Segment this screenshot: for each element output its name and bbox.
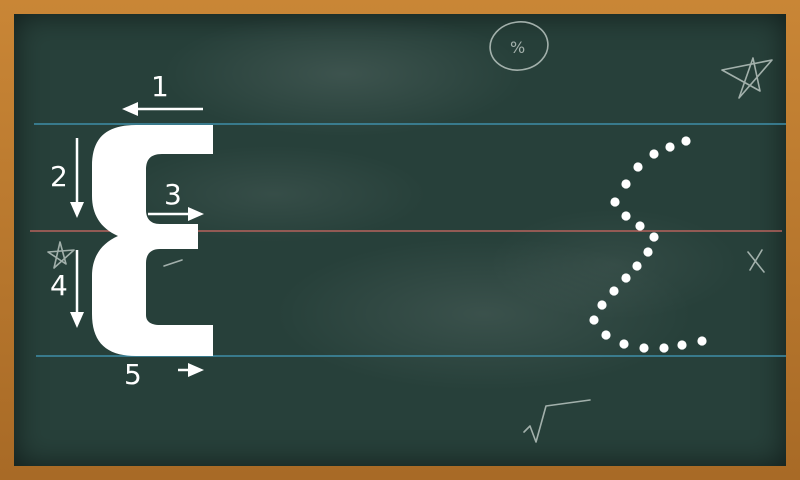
trace-dot[interactable] [659,343,669,353]
stroke-number-5: 5 [124,358,142,391]
percent-symbol: % [510,38,525,57]
stroke-arrow-4 [70,250,84,328]
stroke-arrow-3 [148,207,204,221]
trace-dot[interactable] [619,339,629,349]
trace-dot[interactable] [632,261,642,271]
stroke-number-2: 2 [50,160,68,193]
trace-template-dotted-letter[interactable] [589,136,707,353]
trace-dot[interactable] [635,221,645,231]
trace-dot[interactable] [681,136,691,146]
square-root-icon [523,399,591,443]
trace-dot[interactable] [697,336,707,346]
trace-dot[interactable] [677,340,687,350]
stroke-number-1: 1 [151,70,169,103]
star-icon [721,57,773,99]
stroke-number-4: 4 [50,269,68,302]
stroke-arrow-1 [122,102,203,116]
chalkboard-canvas: % [30,21,786,443]
star-icon [47,241,75,269]
trace-dot[interactable] [649,149,659,159]
trace-dot[interactable] [597,300,607,310]
trace-dot[interactable] [621,273,631,283]
trace-dot[interactable] [621,211,631,221]
percent-bubble-doodle: % [489,21,549,71]
stroke-arrow-5 [178,363,204,377]
trace-dot[interactable] [610,197,620,207]
trace-dot[interactable] [609,286,619,296]
trace-dot[interactable] [601,330,611,340]
trace-dot[interactable] [639,343,649,353]
trace-dot[interactable] [649,232,659,242]
trace-dot[interactable] [589,315,599,325]
chalkboard: % [14,14,786,466]
stroke-arrow-2 [70,138,84,218]
trace-dot[interactable] [633,162,643,172]
trace-dot[interactable] [621,179,631,189]
letter-open-e-shape [92,125,213,356]
trace-dot[interactable] [665,142,675,152]
chalk-mark [163,259,183,267]
trace-dot[interactable] [643,247,653,257]
cross-icon [747,249,765,273]
stroke-number-3: 3 [164,178,182,211]
